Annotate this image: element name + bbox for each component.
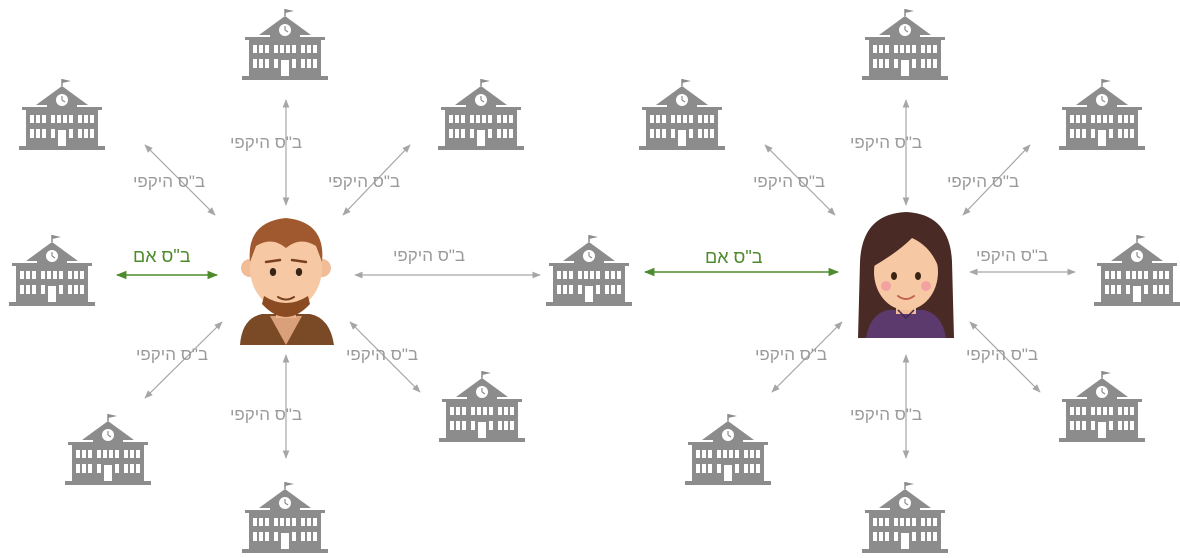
home-school-label: ב"ס אם <box>705 247 762 267</box>
peripheral-school-label: ב"ס היקפי <box>966 345 1038 365</box>
school-building-icon <box>685 414 771 485</box>
school-building-icon <box>65 414 151 485</box>
school-building-icon <box>1059 79 1145 150</box>
male-teacher-avatar <box>240 218 334 345</box>
home-school-label: ב"ס אם <box>133 246 190 266</box>
school-building-icon <box>862 482 948 553</box>
school-building-icon <box>438 79 524 150</box>
peripheral-school-label: ב"ס היקפי <box>947 172 1019 192</box>
left-cluster <box>9 9 632 553</box>
school-building-icon <box>242 482 328 553</box>
peripheral-school-label: ב"ס היקפי <box>328 172 400 192</box>
school-building-icon <box>242 9 328 80</box>
school-building-icon <box>19 79 105 150</box>
female-teacher-avatar <box>858 212 954 338</box>
school-building-icon <box>546 235 632 306</box>
peripheral-school-label: ב"ס היקפי <box>755 345 827 365</box>
school-building-icon <box>862 9 948 80</box>
peripheral-school-label: ב"ס היקפי <box>230 405 302 425</box>
school-building-icon <box>639 79 725 150</box>
peripheral-school-label: ב"ס היקפי <box>850 133 922 153</box>
school-building-icon <box>439 371 525 442</box>
school-building-icon <box>1059 371 1145 442</box>
school-building-icon <box>1094 235 1180 306</box>
peripheral-school-label: ב"ס היקפי <box>976 246 1048 266</box>
peripheral-school-label: ב"ס היקפי <box>230 133 302 153</box>
peripheral-school-label: ב"ס היקפי <box>850 405 922 425</box>
peripheral-school-label: ב"ס היקפי <box>133 172 205 192</box>
peripheral-school-label: ב"ס היקפי <box>753 172 825 192</box>
right-cluster <box>639 9 1180 553</box>
peripheral-school-label: ב"ס היקפי <box>393 246 465 266</box>
peripheral-school-label: ב"ס היקפי <box>136 345 208 365</box>
school-building-icon <box>9 235 95 306</box>
peripheral-school-label: ב"ס היקפי <box>346 345 418 365</box>
